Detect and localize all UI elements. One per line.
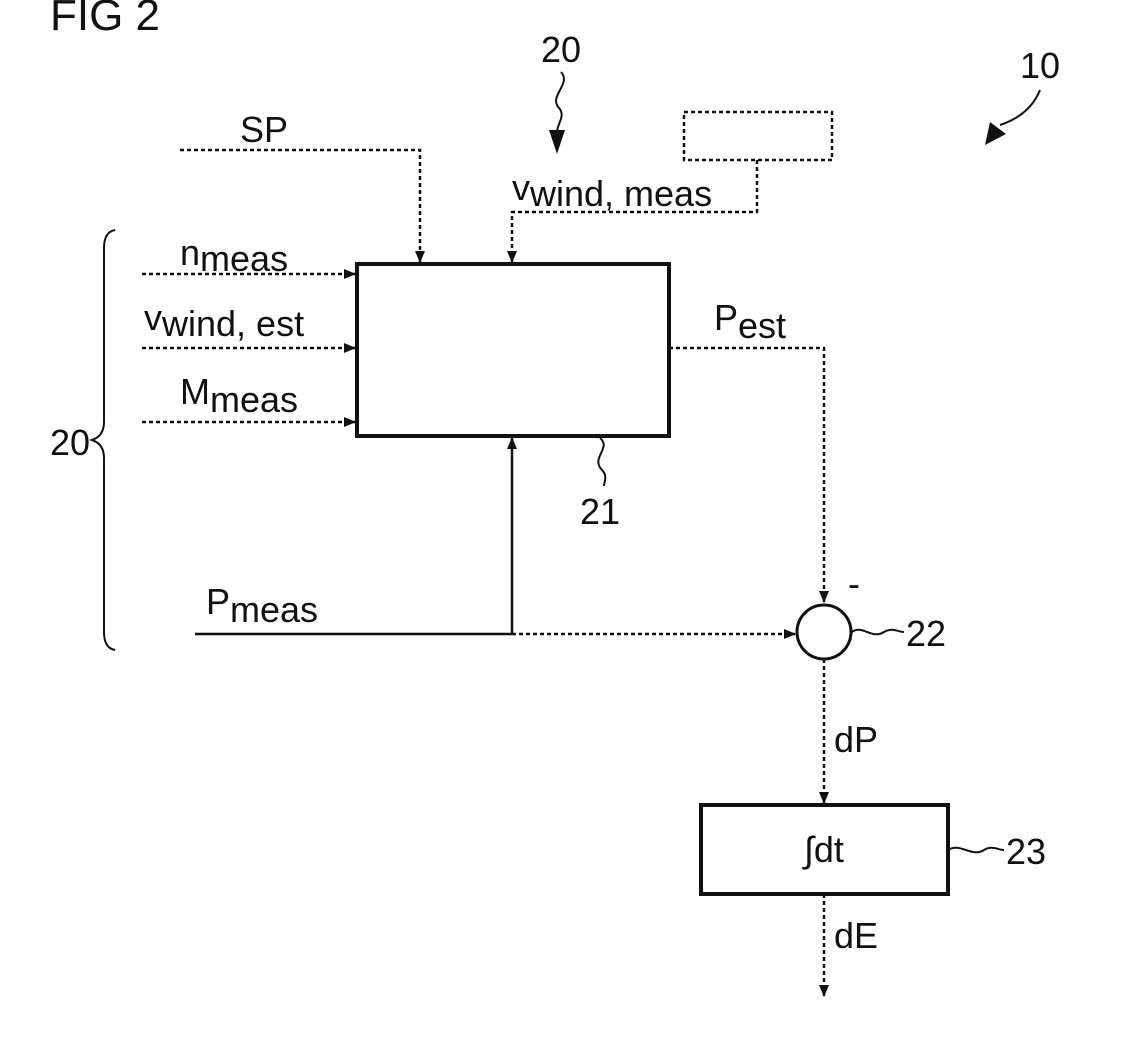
p-est-base: P bbox=[714, 297, 738, 338]
ref-inputs-top-label: 20 bbox=[541, 29, 581, 70]
ref-inputs-top-arrowhead bbox=[549, 130, 565, 154]
ref-integrator-leader bbox=[948, 848, 1004, 853]
ref-system-label: 10 bbox=[1020, 45, 1060, 86]
figure-title: FIG 2 bbox=[50, 0, 160, 40]
ref-integrator-label: 23 bbox=[1006, 831, 1046, 872]
ref-estimator-leader bbox=[598, 438, 605, 486]
ref-system-leader bbox=[1000, 90, 1040, 125]
de-label: dE bbox=[834, 915, 878, 956]
dp-label: dP bbox=[834, 719, 878, 760]
ref-inputs-left-label: 20 bbox=[50, 422, 90, 463]
p-meas-base: P bbox=[206, 581, 230, 622]
p-meas-label: Pmeas bbox=[206, 581, 318, 630]
p-est-label: Pest bbox=[714, 297, 786, 346]
integrator-label: ∫dt bbox=[802, 829, 844, 870]
m-meas-base: M bbox=[180, 371, 210, 412]
sp-label: SP bbox=[240, 109, 288, 150]
p-est-sub: est bbox=[738, 305, 786, 346]
v-wind-est-sub: wind, est bbox=[161, 303, 304, 344]
ref-junction-leader bbox=[852, 630, 904, 635]
v-wind-est-label: vwind, est bbox=[144, 297, 304, 344]
summing-junction bbox=[797, 605, 851, 659]
ref-estimator-label: 21 bbox=[580, 491, 620, 532]
n-meas-base: n bbox=[180, 232, 200, 273]
ref-junction-label: 22 bbox=[906, 613, 946, 654]
m-meas-label: Mmeas bbox=[180, 371, 298, 420]
junction-minus-sign: - bbox=[848, 563, 860, 604]
ref-inputs-top-leader bbox=[556, 72, 564, 132]
wind-sensor-box bbox=[684, 112, 832, 160]
estimator-block bbox=[357, 264, 669, 436]
p-est-signal-line bbox=[669, 348, 824, 602]
v-wind-est-base: v bbox=[144, 297, 162, 338]
n-meas-label: nmeas bbox=[180, 232, 288, 279]
v-wind-meas-label: vwind, meas bbox=[512, 167, 712, 214]
inputs-left-brace bbox=[92, 230, 115, 650]
ref-system-arrowhead bbox=[985, 122, 1006, 145]
p-meas-sub: meas bbox=[230, 589, 318, 630]
m-meas-sub: meas bbox=[210, 379, 298, 420]
v-wind-meas-sub: wind, meas bbox=[529, 173, 712, 214]
v-wind-meas-base: v bbox=[512, 167, 530, 208]
